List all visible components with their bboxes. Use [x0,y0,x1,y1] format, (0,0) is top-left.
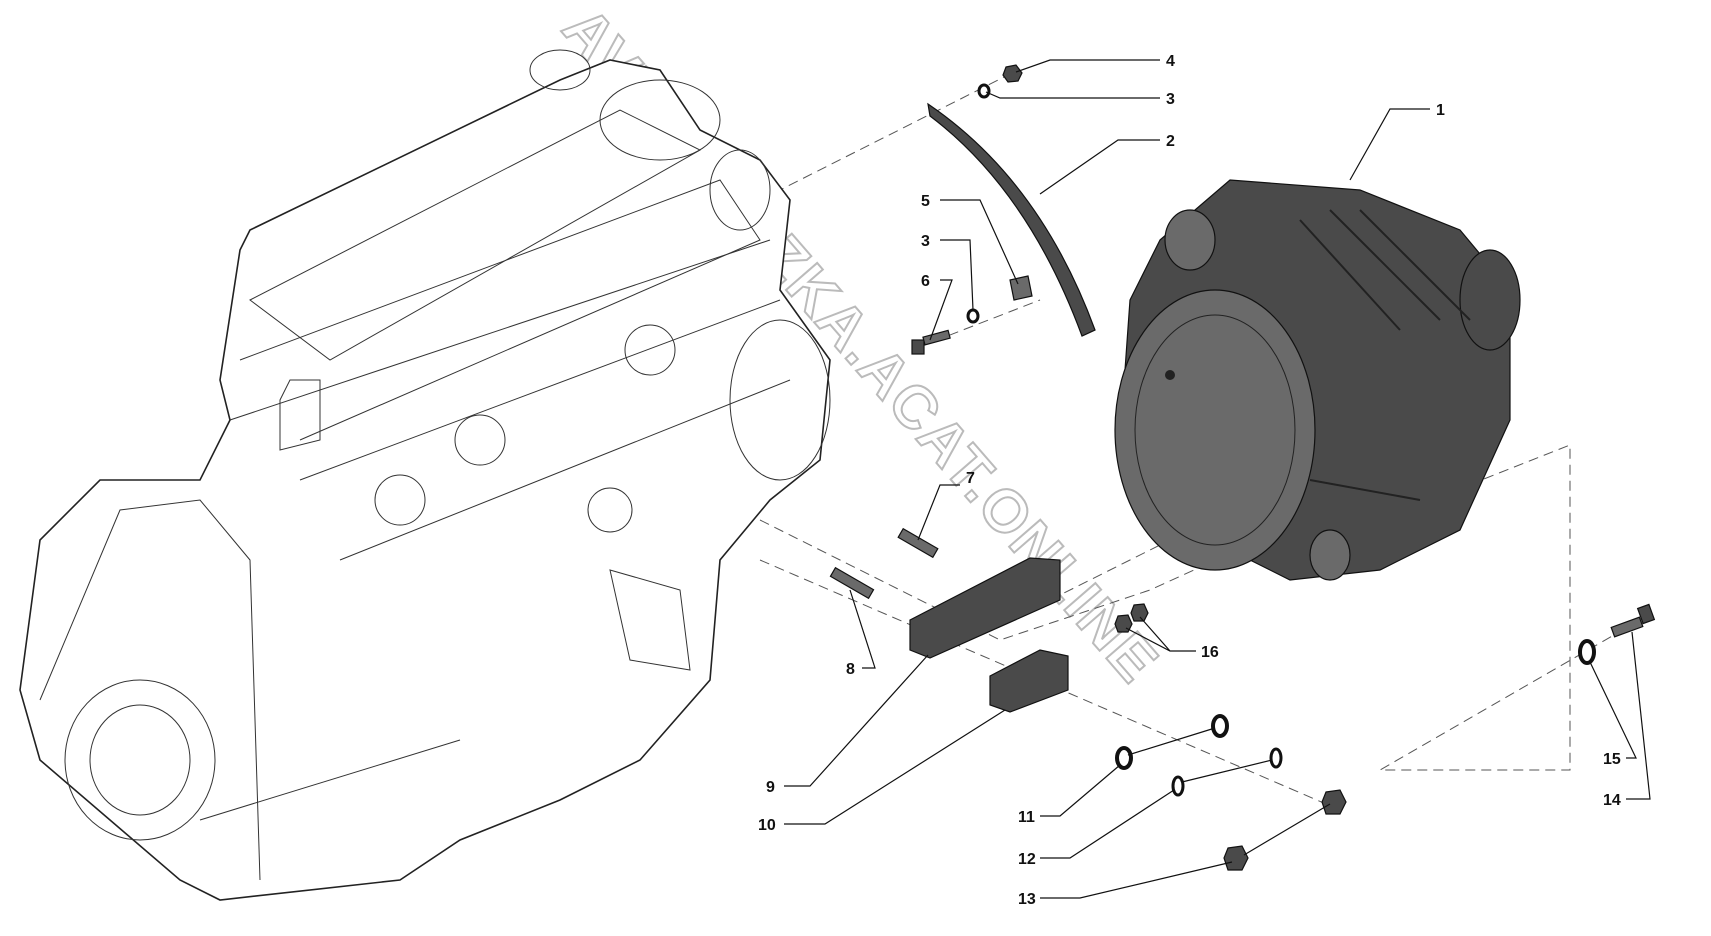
washer-12b [1269,747,1283,769]
bolt-6 [911,329,951,355]
nut-16a [1114,614,1133,633]
callout-1: 1 [1436,102,1445,119]
plate-5 [1009,275,1033,301]
washer-3 [966,308,980,324]
callout-15: 15 [1603,751,1621,768]
callout-14: 14 [1603,792,1621,809]
bolt-14 [1610,603,1656,638]
callout-13: 13 [1018,891,1036,908]
stud-7 [897,527,939,559]
nut-16b [1130,603,1149,622]
callout-labels: 1 2 3 4 5 3 6 7 8 9 10 11 12 13 14 15 16 [758,53,1621,908]
callout-16: 16 [1201,644,1219,661]
callout-7: 7 [966,470,975,487]
washer-12a [1171,775,1185,797]
callout-2: 2 [1166,133,1175,150]
nut-4 [1002,64,1023,83]
callout-3-top: 3 [1166,91,1175,108]
washer-11a [1115,746,1133,770]
nut-13a [1223,845,1249,871]
callout-9: 9 [766,779,775,796]
washer-15 [1578,639,1596,665]
stud-8 [829,566,875,600]
washer-11b [1211,714,1229,738]
callout-10: 10 [758,817,776,834]
washer-3-top [977,83,991,99]
nut-13b [1321,789,1347,815]
callout-4: 4 [1166,53,1175,70]
callout-6: 6 [921,273,930,290]
callout-3: 3 [921,233,930,250]
leader-lines [784,59,1651,899]
callout-11: 11 [1018,809,1035,826]
bracket-10 [989,649,1069,713]
adjusting-strap [927,102,1096,337]
callout-8: 8 [846,661,855,678]
callout-12: 12 [1018,851,1036,868]
callout-5: 5 [921,193,930,210]
engine-block [19,49,831,901]
alternator [1114,179,1521,581]
bracket-9 [909,557,1061,659]
